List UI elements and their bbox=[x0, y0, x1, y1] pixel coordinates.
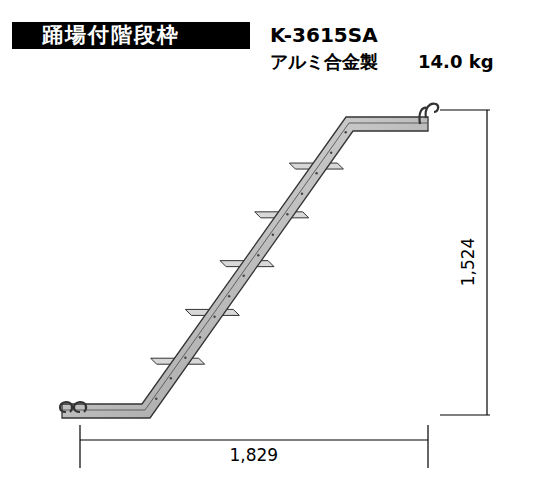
stair-stringer bbox=[62, 117, 428, 418]
height-dimension-text: 1,524 bbox=[457, 238, 479, 287]
material-label: アルミ合金製 bbox=[270, 50, 378, 74]
rivet bbox=[170, 377, 172, 379]
rivet bbox=[228, 295, 230, 297]
rivet bbox=[184, 357, 186, 359]
rivet bbox=[213, 316, 215, 318]
rivet bbox=[257, 254, 259, 256]
stringer-edge bbox=[62, 123, 428, 410]
rivet bbox=[286, 213, 288, 215]
title-text: 踊場付階段枠 bbox=[12, 22, 250, 49]
stringer-holes bbox=[155, 131, 347, 400]
height-dimension bbox=[440, 110, 490, 415]
rivet bbox=[301, 193, 303, 195]
rivet bbox=[315, 172, 317, 174]
lower-hook bbox=[60, 402, 86, 412]
rivet bbox=[345, 131, 347, 133]
model-number: K-3615SA bbox=[270, 22, 378, 49]
width-dimension bbox=[80, 425, 428, 468]
width-dimension-text: 1,829 bbox=[230, 444, 279, 466]
rivet bbox=[330, 152, 332, 154]
upper-hook bbox=[419, 104, 438, 124]
rivet bbox=[199, 336, 201, 338]
rivet bbox=[243, 275, 245, 277]
title-band: 踊場付階段枠 bbox=[12, 22, 250, 49]
weight-label: 14.0 kg bbox=[418, 50, 494, 74]
rivet bbox=[272, 234, 274, 236]
rivet bbox=[155, 398, 157, 400]
